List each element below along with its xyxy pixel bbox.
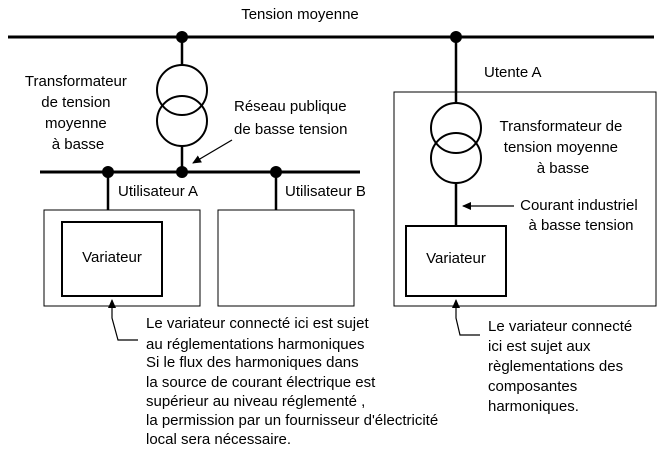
user-a-box — [43, 209, 201, 307]
transformer-right-label: Transformateur de tension moyenne à bass… — [500, 118, 627, 177]
user-b-box — [217, 209, 355, 307]
junction-dot — [176, 166, 188, 178]
public-network-arrow — [192, 139, 233, 164]
utente-a-label: Utente A — [484, 64, 542, 81]
note-left-pointer — [108, 299, 138, 341]
transformer-right-symbol — [430, 102, 482, 184]
drive-left-label: Variateur — [82, 249, 142, 266]
note-left: Le variateur connecté ici est sujet au r… — [146, 315, 442, 448]
public-network-label: Réseau publique de basse tension — [234, 98, 351, 138]
note-right-pointer — [452, 299, 480, 336]
transformer-left-label: Transformateur de tension moyenne à bass… — [25, 73, 131, 153]
utente-a-box — [393, 91, 657, 307]
user-b-label: Utilisateur B — [285, 183, 366, 200]
drive-right-label: Variateur — [426, 250, 486, 267]
drive-right-box — [405, 225, 507, 297]
note-right: Le variateur connecté ici est sujet aux … — [488, 318, 636, 415]
drive-left-box — [61, 221, 163, 297]
user-a-label: Utilisateur A — [118, 183, 198, 200]
industrial-current-label: Courant industriel à basse tension — [520, 197, 642, 234]
medium-voltage-label: Tension moyenne — [241, 6, 359, 23]
transformer-left-symbol — [156, 64, 208, 147]
